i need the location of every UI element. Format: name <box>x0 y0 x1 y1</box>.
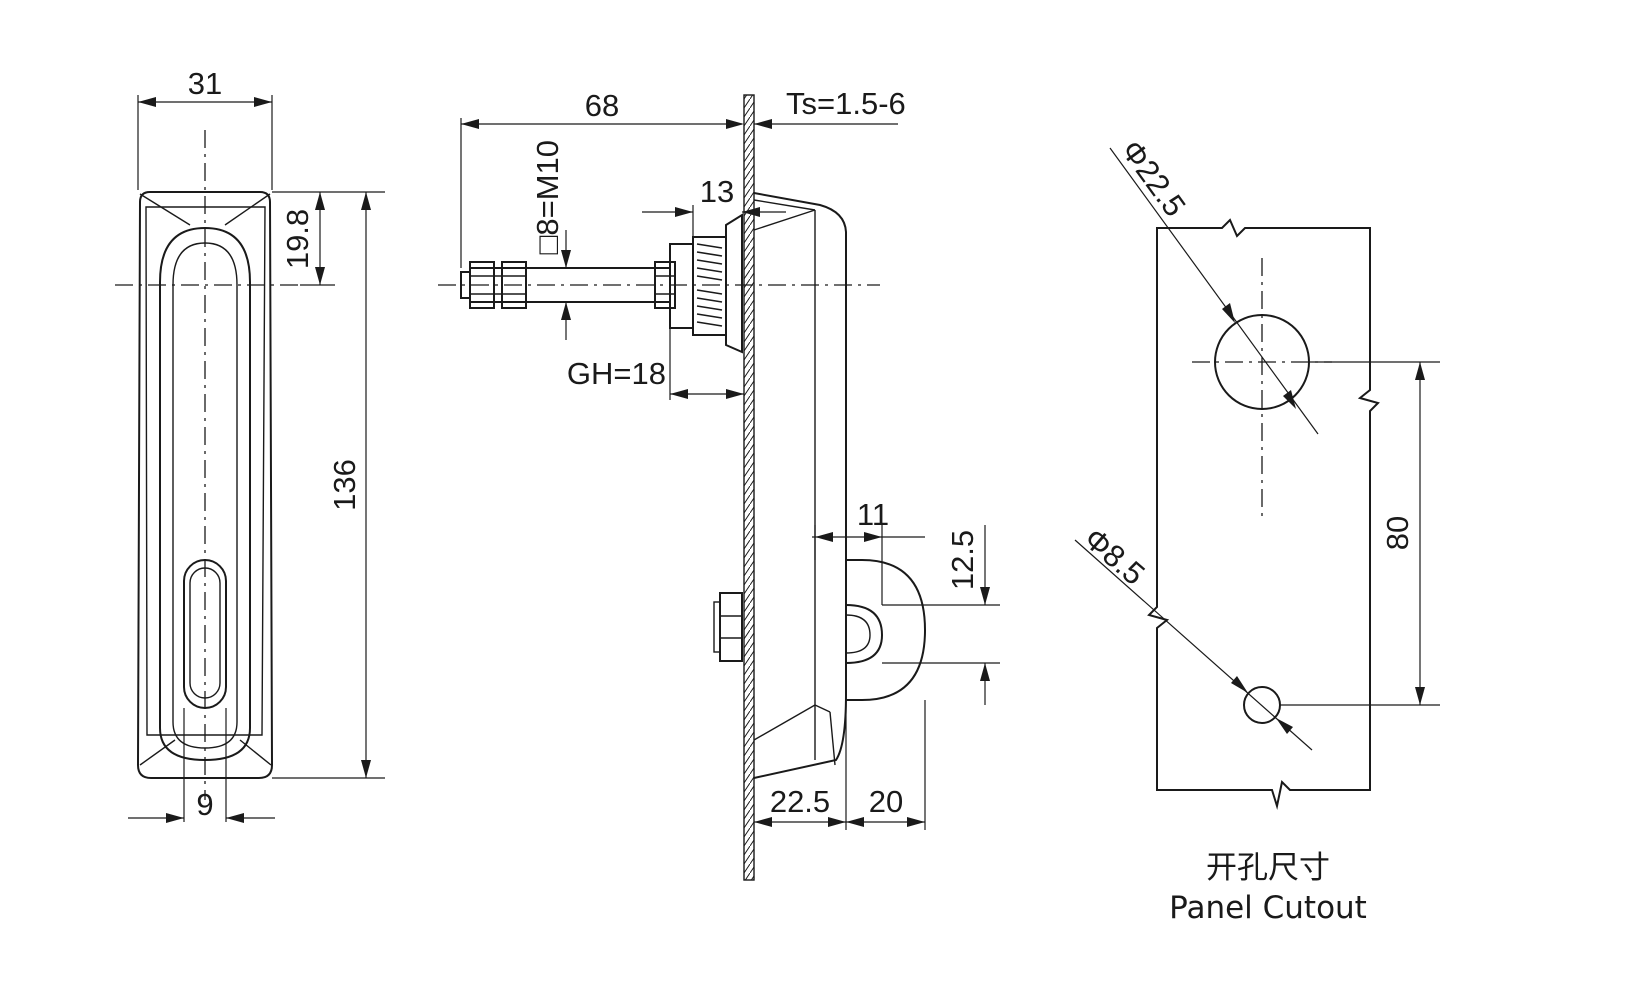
side-view <box>438 94 927 881</box>
label-cam-width: 11 <box>857 497 889 532</box>
dim-cam-height: 12.5 <box>882 525 1000 705</box>
caption-chinese: 开孔尺寸 <box>1206 850 1330 886</box>
dim-front-height: 136 <box>272 192 385 779</box>
dim-cam-depth: 20 <box>846 700 926 830</box>
label-front-top-offset: 19.8 <box>280 209 315 269</box>
front-view <box>115 130 300 800</box>
dim-cutout-large-diameter: Φ22.5 <box>1109 134 1319 435</box>
dim-square-drive: □8=M10 <box>530 140 571 340</box>
dim-body-depth: 22.5 <box>754 700 847 830</box>
label-panel-thickness: Ts=1.5-6 <box>786 86 906 121</box>
label-square-drive: □8=M10 <box>530 140 565 254</box>
dim-front-slot-width: 9 <box>128 708 275 823</box>
label-nut-width: 13 <box>700 174 734 209</box>
label-cam-depth: 20 <box>869 784 903 819</box>
label-cutout-small-diameter: Φ8.5 <box>1077 521 1151 592</box>
panel-cutout-view <box>1147 218 1380 810</box>
dim-grip-height: GH=18 <box>567 328 744 400</box>
label-front-width: 31 <box>188 66 222 101</box>
dim-panel-thickness: Ts=1.5-6 <box>754 86 906 129</box>
dim-front-width: 31 <box>137 66 273 190</box>
label-cam-height: 12.5 <box>945 530 980 590</box>
label-front-slot-width: 9 <box>196 787 213 822</box>
label-side-rod-length: 68 <box>585 88 619 123</box>
dim-cutout-center-distance: 80 <box>1280 361 1440 706</box>
label-body-depth: 22.5 <box>770 784 830 819</box>
label-grip-height: GH=18 <box>567 356 666 391</box>
label-front-height: 136 <box>327 459 362 511</box>
dim-side-rod-length: 68 <box>460 88 744 268</box>
dim-nut-width: 13 <box>642 174 786 237</box>
caption-english: Panel Cutout <box>1169 890 1367 926</box>
dim-cam-width: 11 <box>812 497 925 605</box>
label-cutout-large-diameter: Φ22.5 <box>1114 134 1192 223</box>
label-cutout-center-distance: 80 <box>1380 516 1415 550</box>
